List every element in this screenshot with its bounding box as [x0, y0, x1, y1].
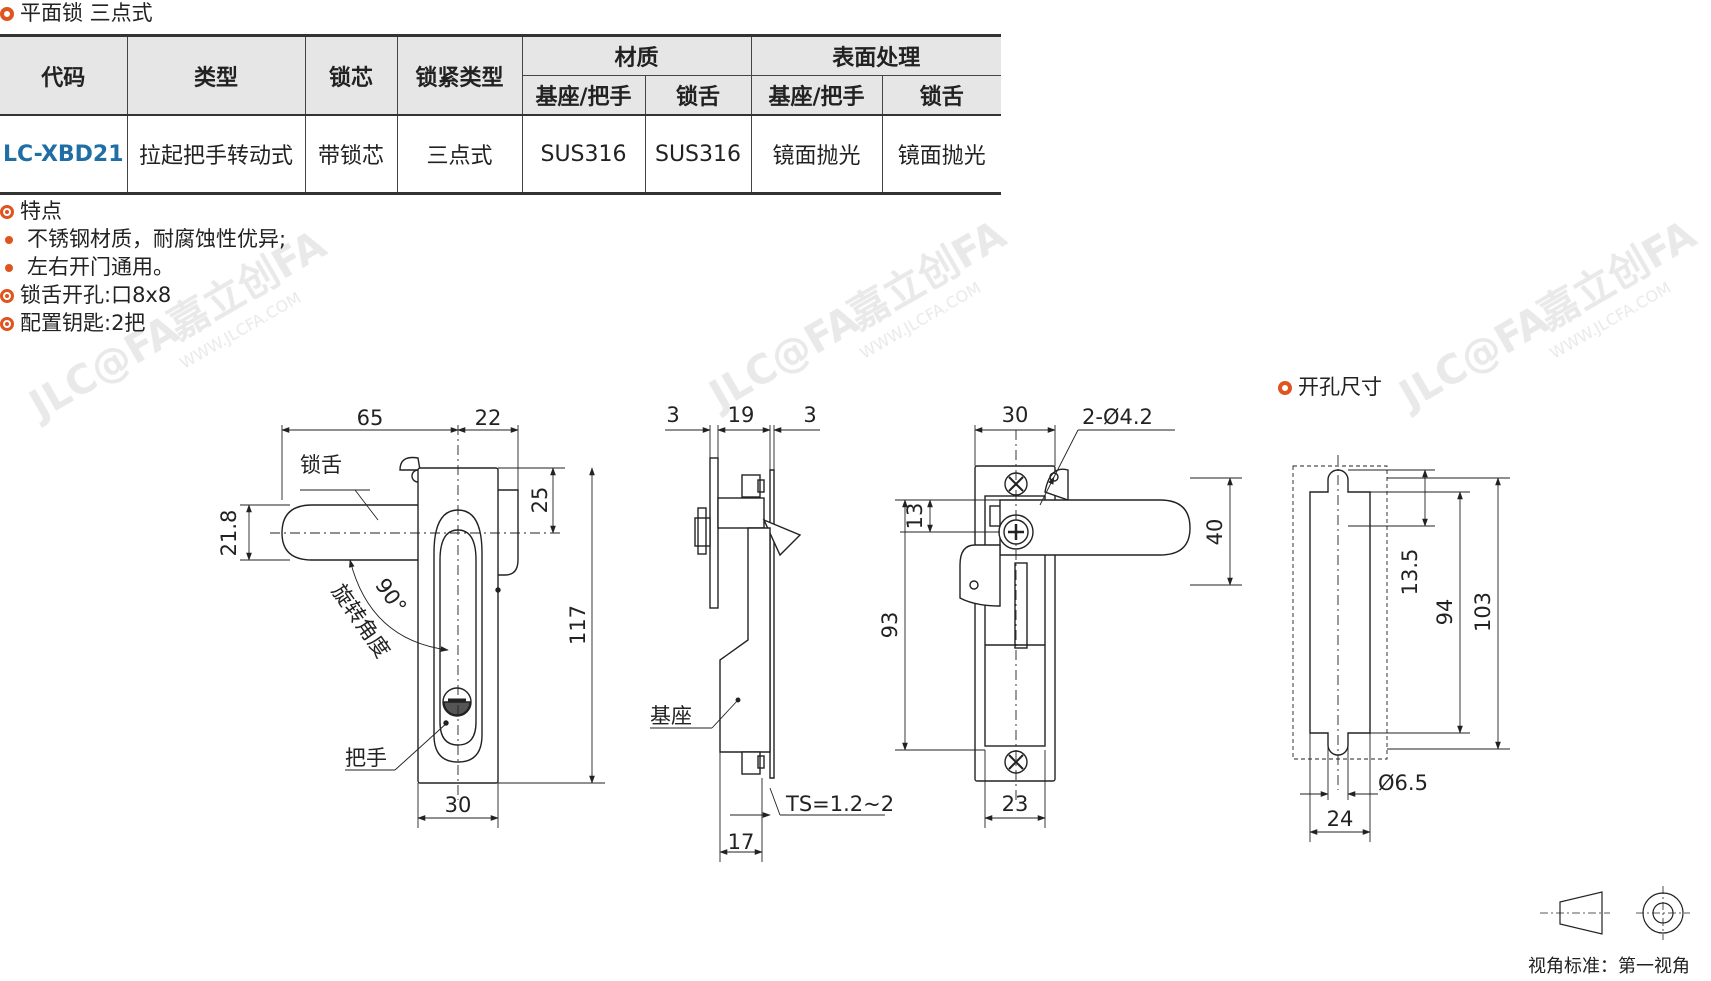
- cell-lock-type: 三点式: [396, 114, 523, 195]
- dim-6-5: Ø6.5: [1378, 771, 1428, 795]
- cell-material-tongue: SUS316: [644, 114, 752, 195]
- dim-30: 30: [445, 793, 472, 817]
- cell-surface-base: 镜面抛光: [750, 114, 883, 195]
- label-base: 基座: [650, 704, 692, 728]
- dim-25: 25: [528, 487, 552, 514]
- keys-spec: 配置钥匙:2把: [0, 309, 286, 337]
- section-ring-icon: [0, 7, 14, 21]
- label-tongue: 锁舌: [300, 453, 342, 477]
- cell-code: LC-XBD21: [0, 114, 128, 195]
- dim-94: 94: [1433, 599, 1457, 626]
- header-material-base: 基座/把手: [522, 75, 646, 115]
- dim-13: 13: [903, 503, 927, 530]
- label-handle: 把手: [345, 746, 387, 770]
- watermark-logo: JLC@FA: [19, 307, 186, 430]
- bullet-icon: [5, 236, 13, 244]
- table-row: LC-XBD21 拉起把手转动式 带锁芯 三点式 SUS316 SUS316 镜…: [0, 114, 1002, 195]
- dim-30-back: 30: [1002, 403, 1029, 427]
- dim-23: 23: [1002, 792, 1029, 816]
- cell-core: 带锁芯: [304, 114, 398, 195]
- tongue-hole-spec: 锁舌开孔:口8x8: [0, 281, 286, 309]
- view-standard-caption: 视角标准：第一视角: [1528, 956, 1690, 977]
- first-angle-projection-icon: [1540, 886, 1690, 940]
- back-view-dimensions: [895, 425, 1242, 828]
- dim-ts: TS=1.2~2: [785, 792, 894, 816]
- cutout-dimensions: [1300, 469, 1510, 842]
- front-view: [270, 425, 560, 800]
- watermark-logo: JLC@FA: [1389, 297, 1556, 420]
- cutout-view: [1292, 455, 1388, 790]
- side-view-text: 3 19 3 TS=1.2~2 17 基座: [650, 403, 894, 854]
- header-material: 材质: [521, 34, 752, 76]
- dim-17: 17: [728, 830, 755, 854]
- dim-3-right: 3: [803, 403, 816, 427]
- section-ring-icon: [1278, 381, 1292, 395]
- cell-type: 拉起把手转动式: [126, 114, 306, 195]
- side-view-dimensions: [650, 425, 885, 862]
- header-core: 锁芯: [304, 34, 398, 115]
- side-view: [694, 457, 802, 779]
- cutout-text: 13.5 94 103 Ø6.5 24: [1327, 549, 1495, 831]
- features-list: 特点 不锈钢材质，耐腐蚀性优异; 左右开门通用。 锁舌开孔:口8x8 配置钥匙:…: [0, 197, 286, 337]
- header-code: 代码: [0, 34, 128, 115]
- header-surface: 表面处理: [750, 34, 1002, 76]
- angle-90: 90°: [370, 574, 411, 618]
- header-material-tongue: 锁舌: [644, 75, 752, 115]
- back-view: [959, 430, 1191, 800]
- dim-3-left: 3: [666, 403, 679, 427]
- list-item: 不锈钢材质，耐腐蚀性优异;: [0, 225, 286, 253]
- watermark-logo: JLC@FA: [699, 297, 866, 420]
- section-title: 平面锁 三点式: [0, 0, 153, 26]
- target-icon: [0, 289, 14, 303]
- dim-hole: 2-Ø4.2: [1082, 405, 1153, 429]
- header-type: 类型: [126, 34, 306, 115]
- dim-93: 93: [878, 612, 902, 639]
- front-view-dimensions: [240, 425, 605, 828]
- target-icon: [0, 205, 14, 219]
- watermark: JLC@FA 嘉立创FA WWW.JLCFA.COM JLC@FA 嘉立创FA …: [19, 212, 1704, 430]
- dim-65: 65: [357, 406, 384, 430]
- dim-22: 22: [475, 406, 502, 430]
- bullet-icon: [5, 264, 13, 272]
- header-surface-base: 基座/把手: [750, 75, 883, 115]
- dim-19: 19: [728, 403, 755, 427]
- dim-103: 103: [1471, 592, 1495, 632]
- target-icon: [0, 317, 14, 331]
- dim-21-8: 21.8: [217, 510, 241, 557]
- features-heading: 特点: [0, 197, 286, 225]
- list-item: 左右开门通用。: [0, 253, 286, 281]
- header-lock-type: 锁紧类型: [396, 34, 523, 115]
- spec-table: 代码 类型 锁芯 锁紧类型 材质 表面处理 基座/把手 锁舌 基座/把手 锁舌 …: [0, 34, 1002, 195]
- dim-117: 117: [566, 605, 590, 645]
- header-surface-tongue: 锁舌: [881, 75, 1002, 115]
- dim-13-5: 13.5: [1398, 549, 1422, 596]
- dim-40: 40: [1203, 519, 1227, 546]
- dim-24: 24: [1327, 807, 1354, 831]
- cutout-title: 开孔尺寸: [1278, 371, 1382, 401]
- back-view-text: 30 2-Ø4.2 13 40 93 23: [878, 403, 1227, 816]
- cell-surface-tongue: 镜面抛光: [881, 114, 1002, 195]
